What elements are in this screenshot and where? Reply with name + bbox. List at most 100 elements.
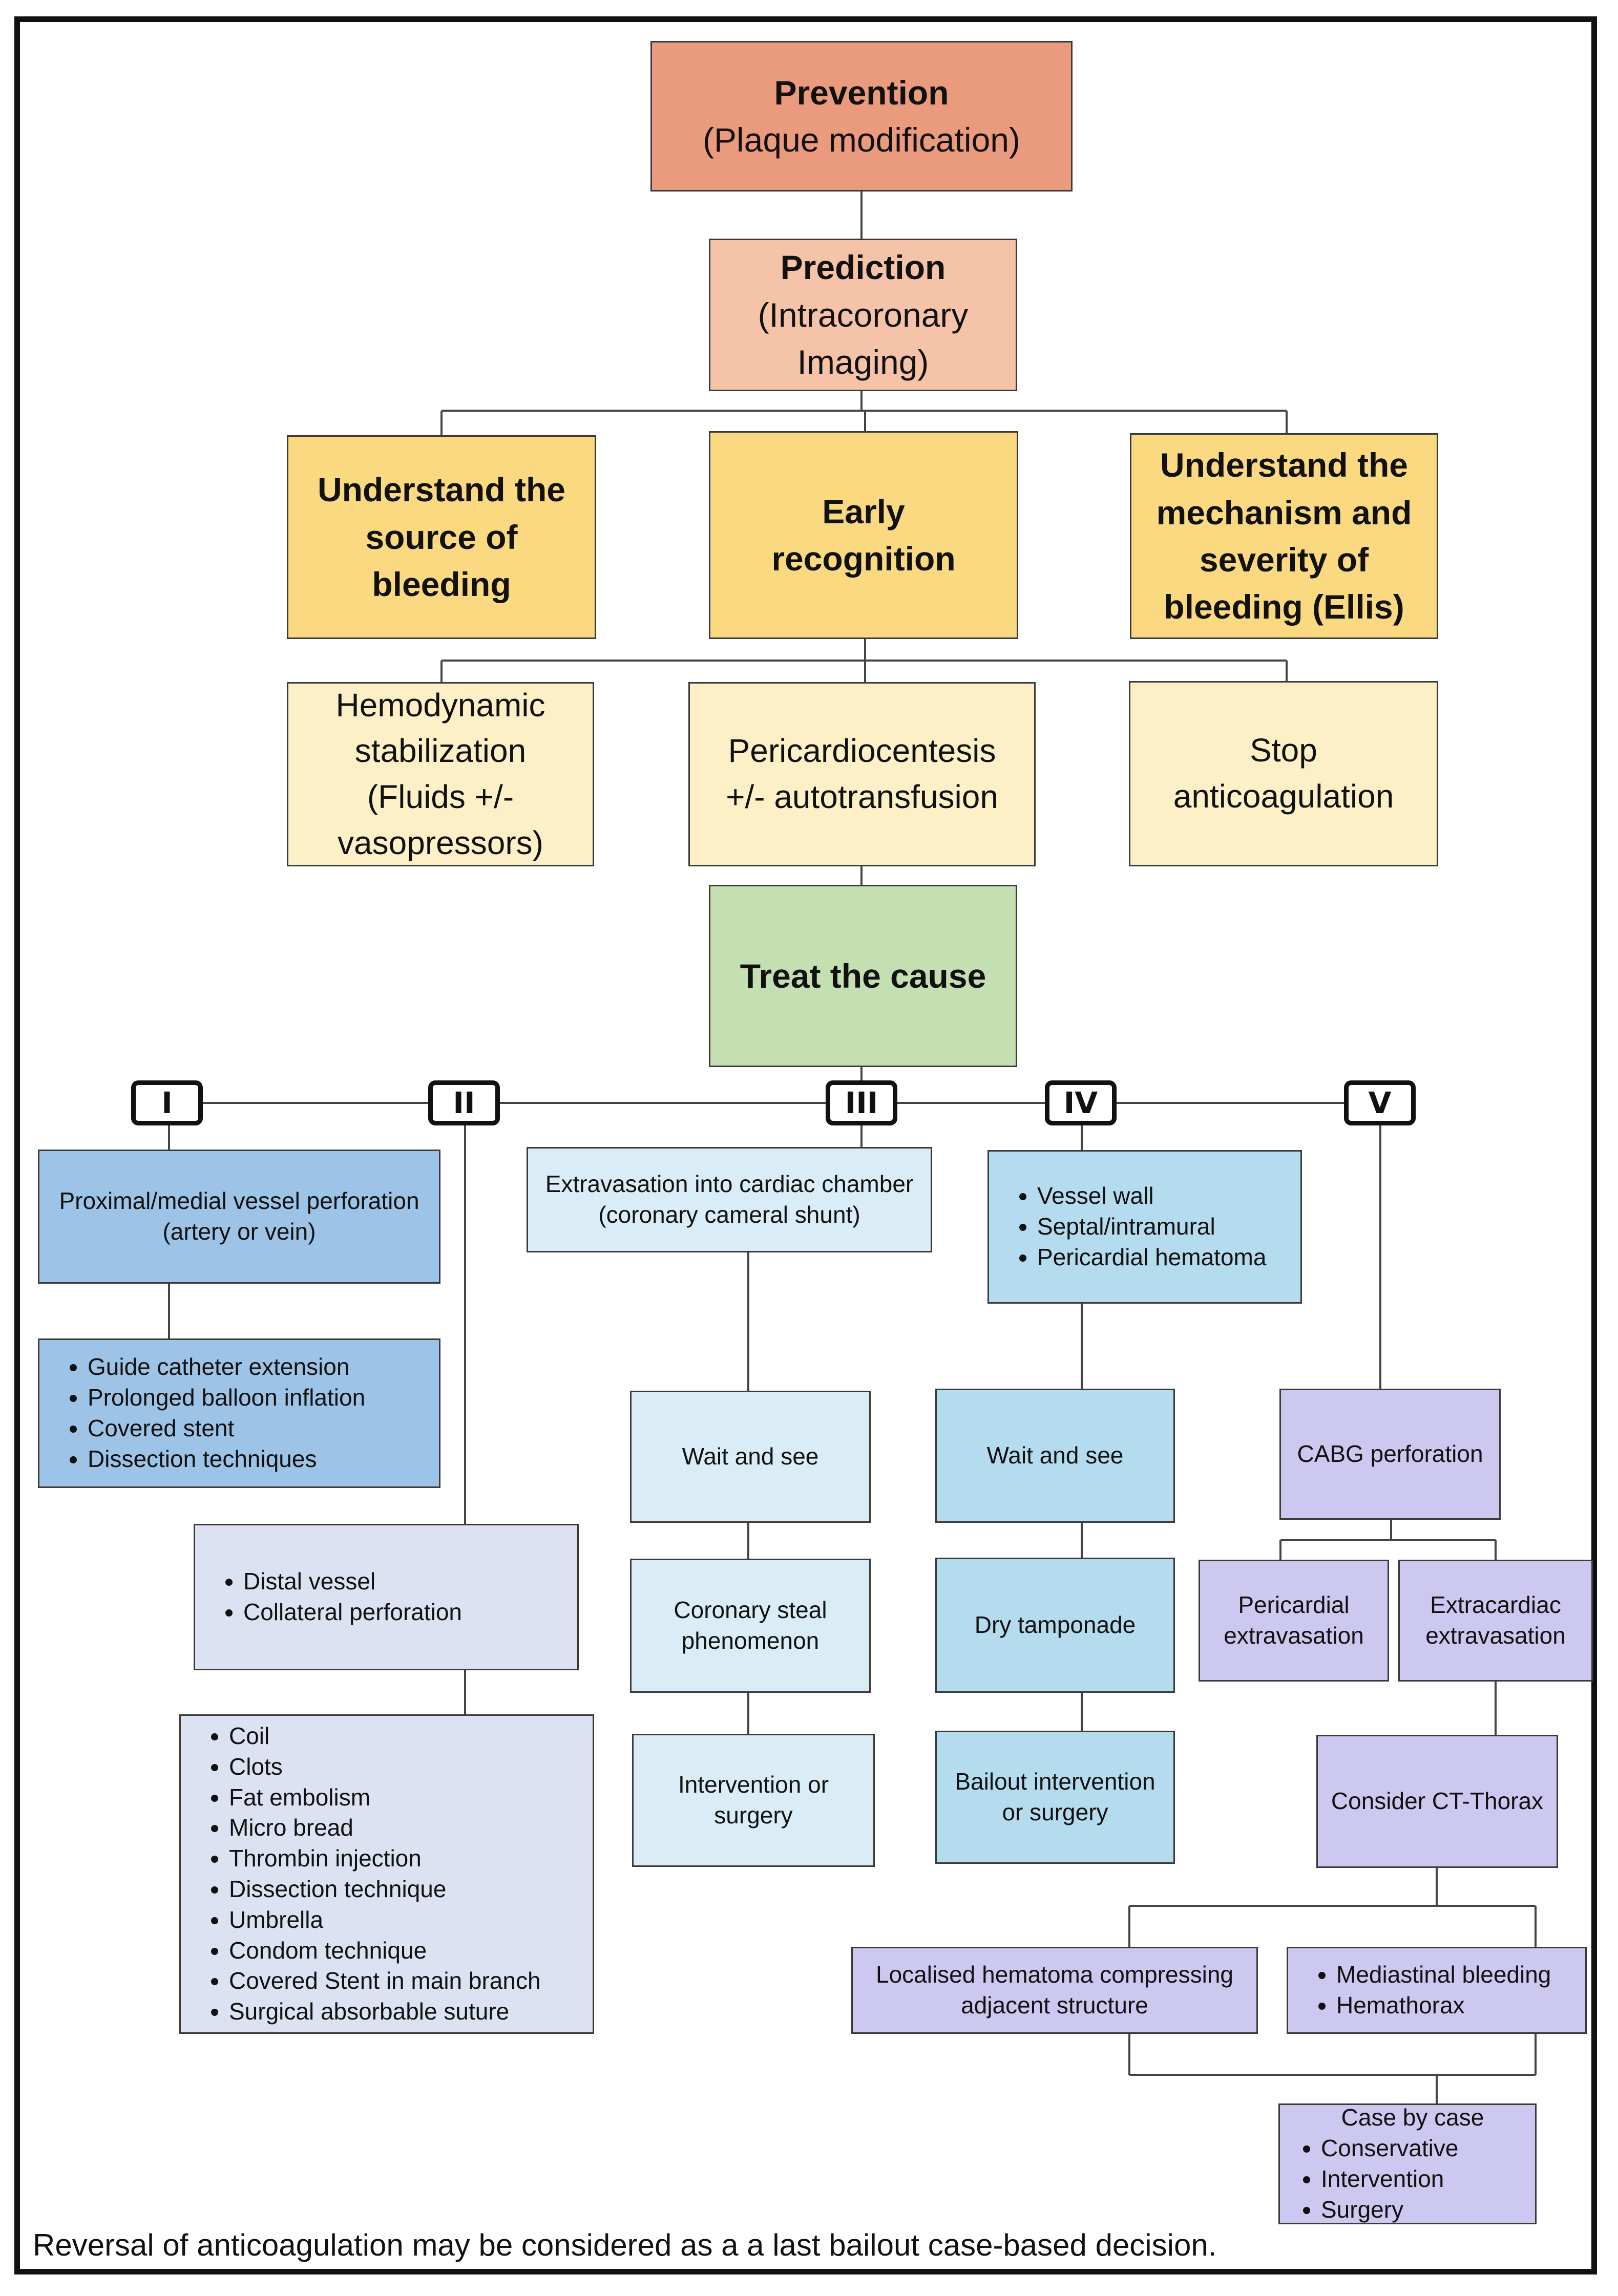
list-item: Distal vessel	[243, 1566, 462, 1597]
localised-hematoma-box: Localised hematoma compressing adjacent …	[851, 1947, 1258, 2034]
mechanism-line-1: Understand the	[1160, 446, 1409, 484]
footer-note: Reversal of anticoagulation may be consi…	[33, 2228, 1217, 2262]
treat-the-cause-box: Treat the cause	[709, 885, 1017, 1067]
case-by-case-title: Case by case	[1341, 2104, 1484, 2131]
extravasation-line-1: Extravasation into cardiac chamber	[545, 1171, 914, 1198]
dry-tamponade-label: Dry tamponade	[974, 1611, 1136, 1639]
list-item: Thrombin injection	[229, 1843, 541, 1874]
vessel-wall-box: Vessel wall Septal/intramural Pericardia…	[987, 1150, 1302, 1304]
list-item: Clots	[229, 1752, 541, 1782]
coronary-steal-box: Coronary steal phenomenon	[630, 1559, 871, 1693]
list-item: Surgery	[1321, 2195, 1458, 2225]
source-line-3: bleeding	[372, 565, 511, 604]
early-recognition-box: Early recognition	[709, 431, 1018, 639]
list-item: Vessel wall	[1037, 1181, 1266, 1211]
proximal-line-2: (artery or vein)	[162, 1218, 316, 1245]
bailout-line-1: Bailout intervention	[955, 1768, 1155, 1795]
extracardiac-line-1: Extracardiac	[1430, 1591, 1561, 1619]
localised-line-2: adjacent structure	[961, 1992, 1148, 2018]
prevention-subtitle: (Plaque modification)	[703, 121, 1020, 159]
source-line-2: source of	[365, 518, 518, 556]
list-item: Dissection technique	[229, 1874, 541, 1905]
proximal-line-1: Proximal/medial vessel perforation	[59, 1187, 419, 1215]
cabg-label: CABG perforation	[1297, 1440, 1483, 1468]
stop-anticoagulation-box: Stop anticoagulation	[1129, 681, 1438, 866]
wait-and-see-label: Wait and see	[682, 1443, 819, 1470]
prediction-box: Prediction (Intracoronary Imaging)	[709, 239, 1017, 391]
list-item: Coil	[229, 1721, 541, 1752]
list-item: Fat embolism	[229, 1782, 541, 1813]
type-II-label: II	[428, 1080, 500, 1125]
early-line-1: Early	[822, 492, 905, 530]
prevention-box: Prevention (Plaque modification)	[650, 41, 1073, 192]
type-II-treatment-list: Coil Clots Fat embolism Micro bread Thro…	[179, 1714, 594, 2034]
type-III-label: III	[826, 1080, 897, 1125]
case-by-case-box: Case by case Conservative Intervention S…	[1278, 2103, 1537, 2224]
pericardiocentesis-box: Pericardiocentesis +/- autotransfusion	[688, 682, 1036, 866]
list-item: Intervention	[1321, 2164, 1458, 2195]
pericardial-line-2: extravasation	[1224, 1622, 1364, 1649]
steal-line-2: phenomenon	[681, 1627, 819, 1654]
treat-label: Treat the cause	[740, 956, 986, 995]
prediction-title: Prediction	[780, 248, 946, 287]
pericardial-extravasation-box: Pericardial extravasation	[1199, 1560, 1389, 1682]
type-I-treatment-list: Guide catheter extension Prolonged ballo…	[38, 1338, 440, 1488]
prevention-title: Prevention	[774, 73, 949, 112]
prediction-line-2: Imaging)	[797, 343, 929, 381]
list-item: Hemathorax	[1336, 1990, 1551, 2021]
mechanism-severity-box: Understand the mechanism and severity of…	[1130, 433, 1438, 639]
mechanism-line-2: mechanism and	[1156, 493, 1412, 532]
mediastinal-bleeding-box: Mediastinal bleeding Hemathorax	[1287, 1947, 1587, 2034]
list-item: Conservative	[1321, 2133, 1458, 2164]
prediction-line-1: (Intracoronary	[758, 295, 969, 334]
hemo-line-1: Hemodynamic	[335, 686, 545, 724]
list-item: Pericardial hematoma	[1037, 1242, 1266, 1273]
list-item: Dissection techniques	[88, 1444, 365, 1475]
extravasation-line-2: (coronary cameral shunt)	[598, 1201, 860, 1228]
intervention-line-2: surgery	[714, 1802, 793, 1829]
hemo-line-4: vasopressors)	[338, 824, 543, 861]
list-item: Umbrella	[229, 1905, 541, 1936]
ct-thorax-label: Consider CT-Thorax	[1331, 1788, 1544, 1815]
hemo-line-2: stabilization	[354, 732, 527, 770]
wait-and-see-label: Wait and see	[986, 1442, 1124, 1469]
hemo-line-3: (Fluids +/-	[367, 778, 514, 815]
list-item: Covered stent	[88, 1413, 365, 1444]
extracardiac-line-2: extravasation	[1425, 1622, 1566, 1649]
list-item: Surgical absorbable suture	[229, 1996, 541, 2027]
stop-line-2: anticoagulation	[1173, 778, 1394, 815]
list-item: Micro bread	[229, 1813, 541, 1843]
list-item: Collateral perforation	[243, 1597, 462, 1628]
type-III-wait-and-see-box: Wait and see	[630, 1391, 871, 1523]
type-IV-label: IV	[1045, 1080, 1117, 1125]
early-line-2: recognition	[771, 540, 956, 578]
list-item: Mediastinal bleeding	[1336, 1960, 1551, 1990]
steal-line-1: Coronary steal	[674, 1597, 827, 1624]
list-item: Septal/intramural	[1037, 1211, 1266, 1242]
bailout-line-2: or surgery	[1002, 1799, 1108, 1825]
extracardiac-extravasation-box: Extracardiac extravasation	[1398, 1560, 1593, 1682]
hemodynamic-stabilization-box: Hemodynamic stabilization (Fluids +/- va…	[287, 682, 594, 866]
list-item: Condom technique	[229, 1936, 541, 1966]
mechanism-line-4: bleeding (Ellis)	[1164, 588, 1404, 626]
cabg-perforation-box: CABG perforation	[1279, 1389, 1501, 1520]
dry-tamponade-box: Dry tamponade	[935, 1558, 1175, 1693]
diagram-frame	[14, 16, 1597, 2274]
type-III-intervention-box: Intervention or surgery	[632, 1734, 875, 1867]
type-IV-wait-and-see-box: Wait and see	[935, 1389, 1175, 1523]
type-V-label: V	[1344, 1080, 1416, 1125]
mechanism-line-3: severity of	[1199, 541, 1369, 579]
ct-thorax-box: Consider CT-Thorax	[1316, 1735, 1558, 1868]
bailout-intervention-box: Bailout intervention or surgery	[935, 1731, 1175, 1864]
localised-line-1: Localised hematoma compressing	[875, 1961, 1234, 1988]
list-item: Guide catheter extension	[88, 1352, 365, 1383]
intervention-line-1: Intervention or	[678, 1771, 829, 1798]
list-item: Covered Stent in main branch	[229, 1966, 541, 1996]
list-item: Prolonged balloon inflation	[88, 1383, 365, 1413]
extravasation-cardiac-chamber-box: Extravasation into cardiac chamber (coro…	[527, 1147, 932, 1252]
source-line-1: Understand the	[317, 471, 566, 509]
stop-line-1: Stop	[1250, 732, 1317, 769]
peri-line-2: +/- autotransfusion	[726, 778, 998, 815]
pericardial-line-1: Pericardial	[1238, 1591, 1350, 1619]
